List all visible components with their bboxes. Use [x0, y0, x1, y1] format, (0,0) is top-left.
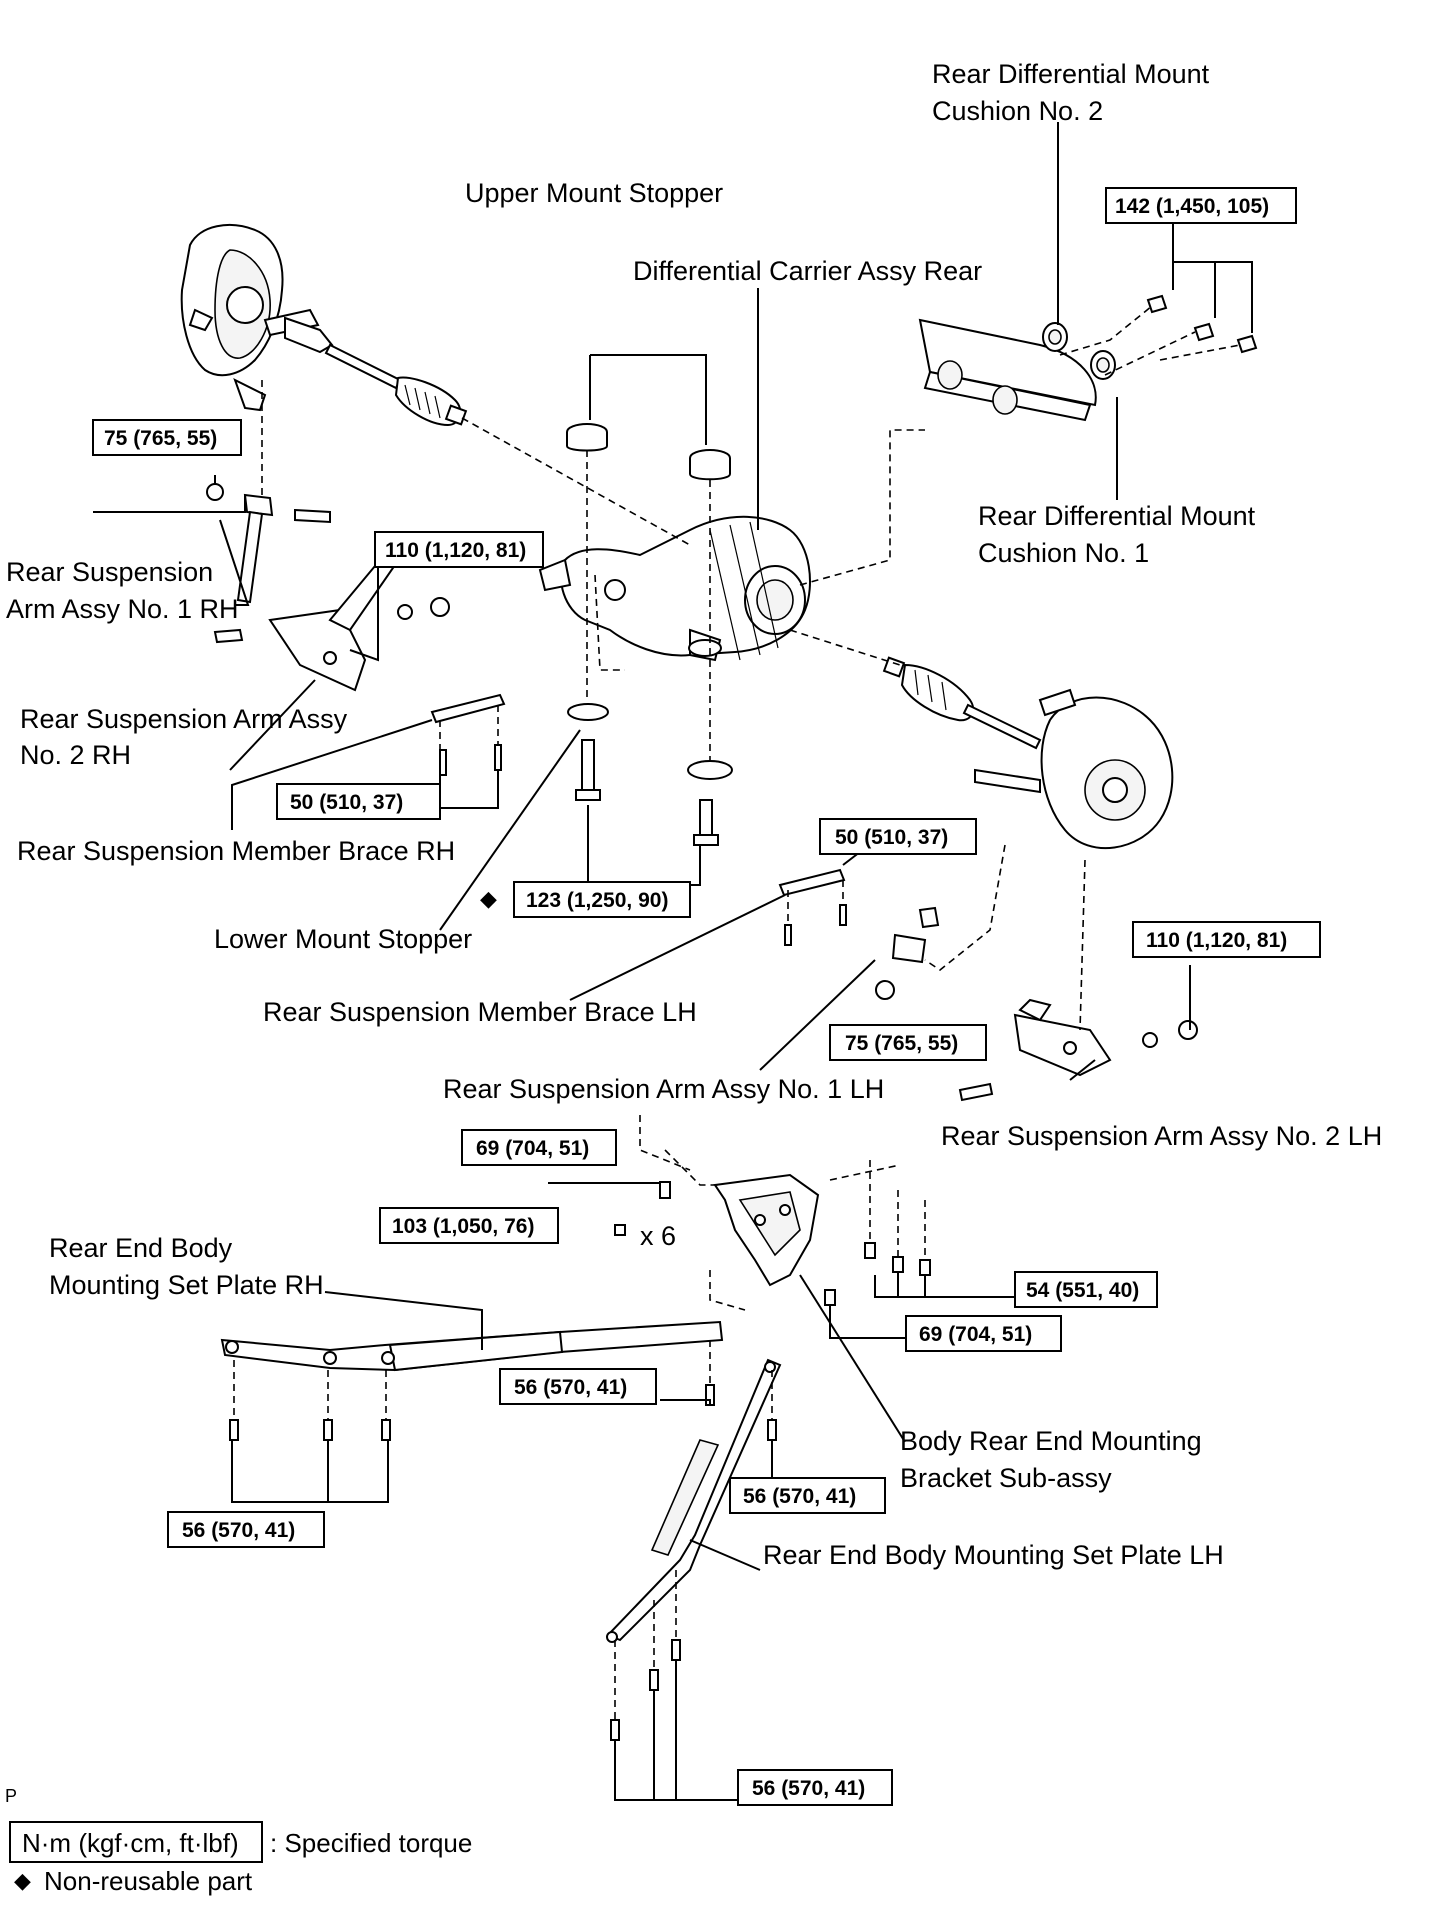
torque-56-center-text: 56 (570, 41) [514, 1376, 627, 1399]
rear-frame-crossmember-drawing [918, 318, 1116, 422]
lh-set-plate-drawing [606, 1358, 782, 1741]
torque-box-75-lh: 75 (765, 55) [829, 1024, 987, 1061]
torque-box-69-right: 69 (704, 51) [905, 1315, 1062, 1352]
label-rear-susp-arm-no2-rh-line2: No. 2 RH [20, 740, 131, 770]
label-rear-diff-cushion-no1-line1: Rear Differential Mount [978, 501, 1256, 531]
torque-box-110-lh: 110 (1,120, 81) [1132, 921, 1321, 958]
lh-arm-no2-drawing [958, 998, 1198, 1102]
torque-56-right-text: 56 (570, 41) [743, 1485, 856, 1508]
label-x6: x 6 [640, 1221, 676, 1251]
lh-arm-no1-drawing [875, 906, 940, 1000]
assembly-dashed-lines [233, 305, 1241, 1720]
torque-box-123: ◆ 123 (1,250, 90) [480, 881, 691, 918]
torque-54-text: 54 (551, 40) [1026, 1279, 1139, 1302]
torque-specs: 142 (1,450, 105) 75 (765, 55) 110 (1,120… [92, 187, 1321, 1806]
torque-box-56-right: 56 (570, 41) [729, 1477, 886, 1514]
label-lower-mount-stopper: Lower Mount Stopper [214, 924, 472, 954]
label-rear-end-body-plate-rh-line2: Mounting Set Plate RH [49, 1270, 324, 1300]
label-rear-diff-cushion-no2-line1: Rear Differential Mount [932, 59, 1210, 89]
label-rear-susp-member-brace-lh: Rear Suspension Member Brace LH [263, 997, 697, 1027]
legend: N·m (kgf·cm, ft·lbf) : Specified torque … [9, 1821, 472, 1896]
differential-carrier-drawing [538, 515, 811, 662]
lh-member-brace-drawing [778, 868, 847, 946]
nonreusable-diamond-123: ◆ [480, 886, 497, 911]
torque-69-top-text: 69 (704, 51) [476, 1137, 589, 1160]
label-rear-susp-arm-no1-rh-line2: Arm Assy No. 1 RH [6, 594, 239, 624]
label-body-rear-end-bracket-line1: Body Rear End Mounting [900, 1426, 1202, 1456]
diff-mount-bolts-drawing [1146, 294, 1258, 354]
torque-50-rh-text: 50 (510, 37) [290, 791, 403, 814]
torque-75-top-text: 75 (765, 55) [104, 427, 217, 450]
label-diff-carrier-assy-rear: Differential Carrier Assy Rear [633, 256, 982, 286]
label-rear-susp-arm-no2-rh-line1: Rear Suspension Arm Assy [20, 704, 348, 734]
torque-103-text: 103 (1,050, 76) [392, 1215, 534, 1238]
upper-mount-stopper-drawing [566, 423, 731, 481]
legend-nonreusable-text: Non-reusable part [44, 1866, 253, 1896]
label-upper-mount-stopper: Upper Mount Stopper [465, 178, 723, 208]
rh-arm-no1-drawing [206, 483, 331, 604]
torque-box-69-top: 69 (704, 51) [461, 1129, 617, 1166]
torque-box-56-center: 56 (570, 41) [499, 1368, 657, 1405]
label-rear-susp-arm-no1-lh: Rear Suspension Arm Assy No. 1 LH [443, 1074, 884, 1104]
torque-box-103: 103 (1,050, 76) [379, 1207, 559, 1244]
torque-75-lh-text: 75 (765, 55) [845, 1032, 958, 1055]
label-rear-susp-arm-no1-rh-line1: Rear Suspension [6, 557, 213, 587]
torque-box-56-left: 56 (570, 41) [167, 1511, 325, 1548]
torque-69-right-text: 69 (704, 51) [919, 1323, 1032, 1346]
label-rear-susp-arm-no2-lh: Rear Suspension Arm Assy No. 2 LH [941, 1121, 1382, 1151]
torque-box-142: 142 (1,450, 105) [1105, 187, 1297, 224]
torque-box-56-bottom: 56 (570, 41) [737, 1769, 893, 1806]
label-rear-diff-cushion-no2-line2: Cushion No. 2 [932, 96, 1103, 126]
torque-box-50-rh: 50 (510, 37) [276, 783, 441, 820]
lower-mount-stopper-drawing [567, 703, 733, 846]
label-rear-susp-member-brace-rh: Rear Suspension Member Brace RH [17, 836, 455, 866]
rh-member-brace-drawing [430, 693, 506, 776]
label-rear-diff-cushion-no1-line2: Cushion No. 1 [978, 538, 1149, 568]
label-p-mark: P [5, 1786, 17, 1806]
lh-axle-hub-drawing [974, 688, 1174, 850]
torque-box-54: 54 (551, 40) [1014, 1271, 1158, 1308]
legend-unit-box-text: N·m (kgf·cm, ft·lbf) [22, 1828, 239, 1858]
lh-drive-shaft-drawing [882, 656, 1042, 750]
torque-box-75-top: 75 (765, 55) [92, 419, 242, 456]
torque-box-50-lh: 50 (510, 37) [819, 818, 977, 855]
body-rear-end-bracket-drawing [614, 1173, 931, 1306]
label-body-rear-end-bracket-line2: Bracket Sub-assy [900, 1463, 1112, 1493]
label-rear-end-body-plate-rh-line1: Rear End Body [49, 1233, 233, 1263]
torque-50-lh-text: 50 (510, 37) [835, 826, 948, 849]
torque-123-text: 123 (1,250, 90) [526, 889, 668, 912]
rh-set-plate-drawing [220, 1320, 724, 1441]
torque-110-rh-text: 110 (1,120, 81) [385, 539, 526, 562]
torque-56-left-text: 56 (570, 41) [182, 1519, 295, 1542]
legend-unit-text: : Specified torque [270, 1828, 472, 1858]
torque-142-text: 142 (1,450, 105) [1115, 195, 1269, 218]
torque-box-110-rh: 110 (1,120, 81) [374, 531, 544, 568]
legend-diamond: ◆ [14, 1868, 31, 1893]
torque-56-bottom-text: 56 (570, 41) [752, 1777, 865, 1800]
label-rear-end-body-plate-lh: Rear End Body Mounting Set Plate LH [763, 1540, 1224, 1570]
rh-axle-hub-drawing [180, 224, 320, 412]
rh-drive-shaft-drawing [284, 316, 468, 427]
torque-110-lh-text: 110 (1,120, 81) [1146, 929, 1287, 952]
part-labels: Rear Differential Mount Cushion No. 2 Up… [5, 59, 1382, 1806]
